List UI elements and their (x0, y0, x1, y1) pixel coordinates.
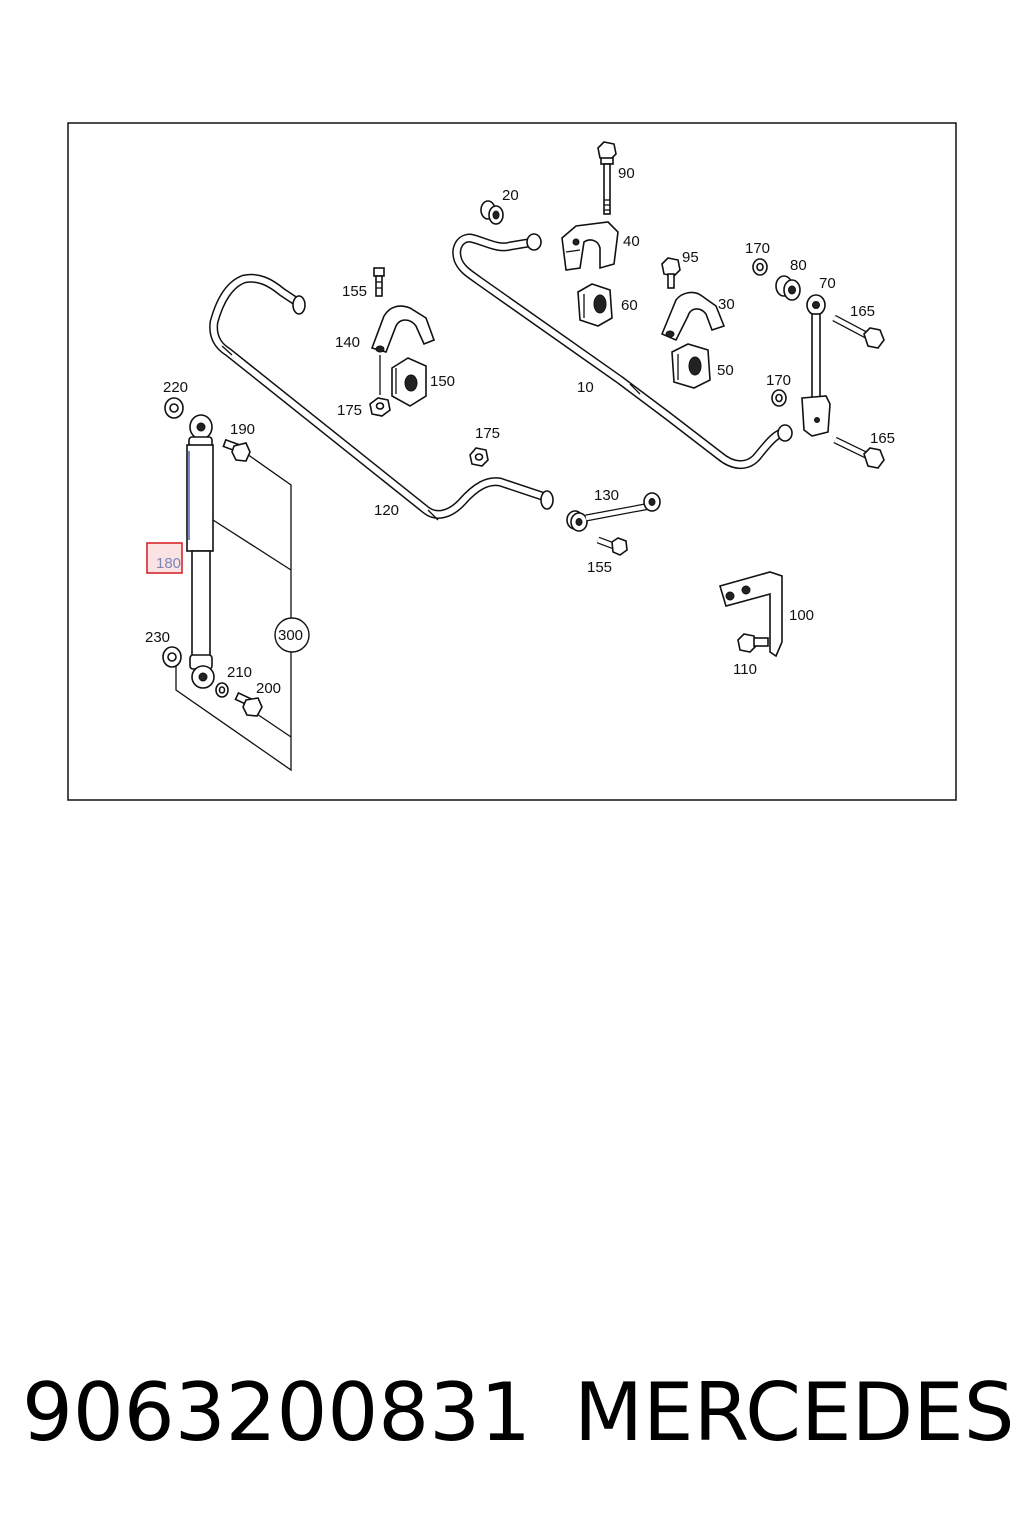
callout-50: 50 (717, 362, 734, 379)
brand-name: MERCEDES (574, 1366, 1015, 1459)
callout-175-center: 175 (475, 425, 500, 442)
callout-220: 220 (163, 379, 188, 396)
stabilizer-bar-10[interactable] (452, 233, 793, 469)
bushing-50[interactable] (671, 343, 711, 389)
bolt-200[interactable] (234, 691, 263, 717)
callout-40: 40 (623, 233, 640, 250)
group-300-bracket (175, 453, 310, 772)
bushing-20[interactable] (480, 200, 504, 225)
callout-155-upper: 155 (342, 283, 367, 300)
callout-190: 190 (230, 421, 255, 438)
callout-165-upper: 165 (850, 303, 875, 320)
callout-30: 30 (718, 296, 735, 313)
washer-170-upper[interactable] (752, 258, 768, 276)
part-number: 9063200831 (22, 1366, 531, 1459)
bolt-110[interactable] (737, 633, 769, 653)
callout-130: 130 (594, 487, 619, 504)
bolt-165-upper[interactable] (832, 314, 885, 349)
nut-175-left[interactable] (369, 397, 391, 417)
callout-95: 95 (682, 249, 699, 266)
highlight-box-180 (146, 542, 183, 574)
callout-90: 90 (618, 165, 635, 182)
clamp-40[interactable] (561, 221, 619, 271)
nut-175-center[interactable] (469, 447, 489, 467)
bolt-155-upper[interactable] (373, 267, 385, 297)
callout-155-lower: 155 (587, 559, 612, 576)
callout-200: 200 (256, 680, 281, 697)
callout-80: 80 (790, 257, 807, 274)
callout-10: 10 (577, 379, 594, 396)
callout-300: 300 (278, 627, 303, 644)
callout-100: 100 (789, 607, 814, 624)
bolt-95[interactable] (661, 257, 681, 289)
callout-180: 180 (156, 555, 181, 572)
washer-210[interactable] (215, 682, 229, 698)
bracket-100[interactable] (718, 571, 783, 658)
callout-150: 150 (430, 373, 455, 390)
stabilizer-bar-120[interactable] (209, 273, 554, 521)
bolt-165-lower[interactable] (833, 436, 885, 469)
bolt-155-lower[interactable] (596, 536, 628, 556)
callout-70: 70 (819, 275, 836, 292)
bushing-150[interactable] (391, 357, 427, 407)
callout-110: 110 (733, 661, 757, 678)
callout-230: 230 (145, 629, 170, 646)
shock-absorber-180[interactable] (186, 414, 215, 689)
callout-60: 60 (621, 297, 638, 314)
bolt-90[interactable] (597, 141, 617, 215)
nut-230[interactable] (162, 646, 182, 668)
callout-165-lower: 165 (870, 430, 895, 447)
bushing-80[interactable] (775, 275, 801, 301)
bolt-190[interactable] (222, 438, 251, 462)
group-300-circle (274, 617, 310, 653)
callout-120: 120 (374, 502, 399, 519)
bushing-60[interactable] (577, 283, 613, 327)
callout-20: 20 (502, 187, 519, 204)
clamp-140[interactable] (370, 305, 436, 395)
callout-210: 210 (227, 664, 252, 681)
nut-220[interactable] (164, 397, 184, 419)
washer-170-lower[interactable] (771, 389, 787, 407)
callout-170-upper: 170 (745, 240, 770, 257)
callout-175-left: 175 (337, 402, 362, 419)
link-70[interactable] (801, 294, 831, 437)
callout-170-lower: 170 (766, 372, 791, 389)
link-130[interactable] (566, 492, 661, 532)
callout-140: 140 (335, 334, 360, 351)
clamp-30[interactable] (660, 291, 726, 342)
